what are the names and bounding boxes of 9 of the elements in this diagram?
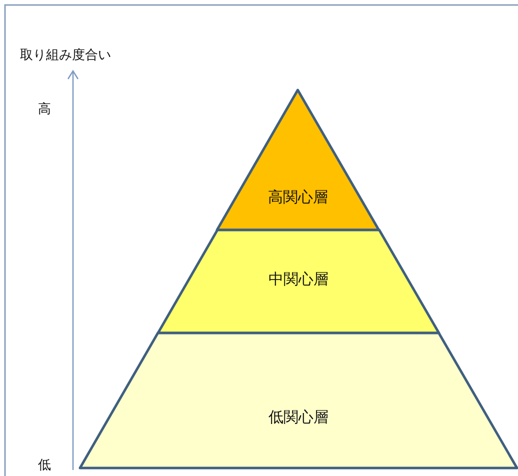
pyramid-layer <box>158 230 439 333</box>
pyramid-layer <box>217 90 380 230</box>
axis-label: 高 <box>38 101 51 118</box>
layer-label: 高関心層 <box>267 188 330 207</box>
layer-label: 低関心層 <box>268 408 330 427</box>
axis-label: 取り組み度合い <box>20 47 111 64</box>
pyramid-layer <box>80 333 517 468</box>
axis-label: 低 <box>38 457 51 474</box>
layer-label: 中関心層 <box>267 270 330 289</box>
